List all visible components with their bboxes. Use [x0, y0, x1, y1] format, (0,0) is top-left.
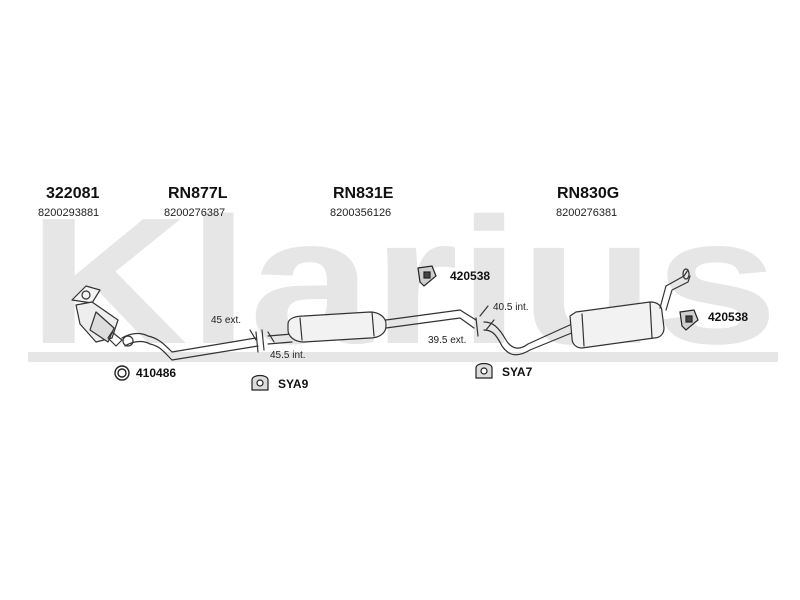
part-number-middle-silencer: 8200356126: [330, 207, 392, 219]
watermark-text: Klarius: [28, 208, 778, 373]
hanger-icon-rear: [679, 309, 699, 331]
dim-45-ext: 45 ext.: [211, 315, 242, 326]
part-code-middle-silencer: RN831E: [333, 185, 394, 202]
rear-silencer-part: [483, 268, 691, 356]
label-sya7: SYA7: [502, 365, 533, 379]
part-code-rear-silencer: RN830G: [557, 185, 620, 202]
dim-45-5-int: 45.5 int.: [270, 350, 306, 361]
middle-silencer-part: [267, 309, 479, 345]
dim-39-5-ext: 39.5 ext.: [428, 335, 467, 346]
clamp-icon-sya7: [475, 362, 493, 379]
ring-icon: [114, 365, 130, 381]
label-420538-mid: 420538: [450, 269, 491, 283]
part-code-front-pipe: RN877L: [168, 185, 228, 202]
label-410486: 410486: [136, 366, 177, 380]
front-pipe-part: [121, 329, 265, 361]
part-number-catalyst: 8200293881: [38, 207, 100, 219]
part-number-front-pipe: 8200276387: [164, 207, 226, 219]
klarius-watermark: Klarius: [28, 208, 778, 373]
clamp-icon-sya9: [251, 374, 269, 391]
hanger-icon-mid: [417, 265, 437, 287]
catalyst-part: [71, 285, 123, 347]
dim-40-5-int: 40.5 int.: [493, 302, 529, 313]
label-sya9: SYA9: [278, 377, 309, 391]
watermark-underline: [28, 352, 778, 362]
label-420538-rear: 420538: [708, 310, 749, 324]
part-number-rear-silencer: 8200276381: [556, 207, 618, 219]
part-code-catalyst: 322081: [46, 185, 100, 202]
